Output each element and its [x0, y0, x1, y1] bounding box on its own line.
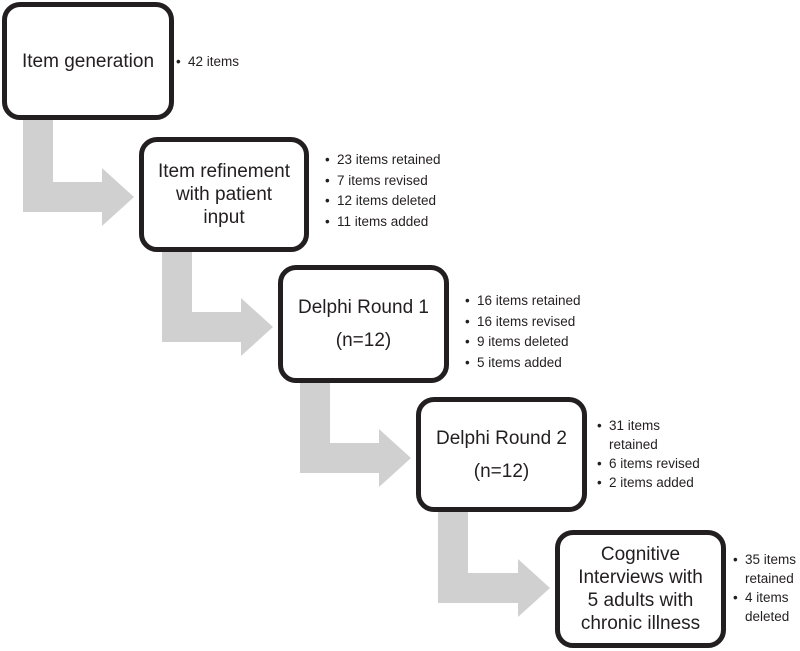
arrow-4-to-5	[438, 512, 550, 617]
stage-sample-size: (n=12)	[335, 330, 392, 351]
result-item: 11 items added	[325, 212, 441, 233]
result-item: 7 items revised	[325, 171, 441, 192]
result-item: 12 items deleted	[325, 191, 441, 212]
arrow-3-to-4	[300, 383, 411, 487]
stage-box-item-generation: Item generation	[2, 2, 174, 120]
stage-title: Delphi Round 2	[436, 427, 567, 449]
stage-sample-size: (n=12)	[473, 460, 530, 482]
stage-box-item-refinement: Item refinement with patient input	[139, 137, 309, 252]
stage-3-results: 16 items retained 16 items revised 9 ite…	[465, 291, 581, 373]
result-item: 9 items deleted	[465, 332, 581, 353]
result-item: 16 items retained	[465, 291, 581, 312]
result-item: 6 items revised	[597, 454, 700, 473]
stage-title: Cognitive Interviews with 5 adults with …	[578, 544, 703, 634]
result-item: 4 items deleted	[733, 588, 796, 626]
stage-title: Delphi Round 1	[298, 297, 429, 318]
stage-1-results: 42 items	[176, 52, 239, 73]
stage-box-cognitive-interviews: Cognitive Interviews with 5 adults with …	[555, 530, 726, 648]
stage-box-delphi-round-1: Delphi Round 1 (n=12)	[278, 265, 449, 383]
result-item: 2 items added	[597, 473, 700, 492]
result-item: 16 items revised	[465, 312, 581, 333]
arrow-2-to-3	[162, 252, 273, 356]
stage-title: Item refinement with patient input	[158, 161, 290, 228]
stage-4-results: 31 items retained 6 items revised 2 item…	[597, 416, 700, 492]
result-item: 42 items	[176, 52, 239, 73]
stage-title: Item generation	[21, 50, 155, 72]
result-item: 5 items added	[465, 353, 581, 374]
result-item: 31 items retained	[597, 416, 700, 454]
stage-box-delphi-round-2: Delphi Round 2 (n=12)	[416, 397, 587, 512]
stage-2-results: 23 items retained 7 items revised 12 ite…	[325, 150, 441, 232]
result-item: 23 items retained	[325, 150, 441, 171]
result-item: 35 items retained	[733, 550, 796, 588]
stage-5-results: 35 items retained 4 items deleted	[733, 550, 796, 626]
arrow-1-to-2	[23, 120, 134, 226]
